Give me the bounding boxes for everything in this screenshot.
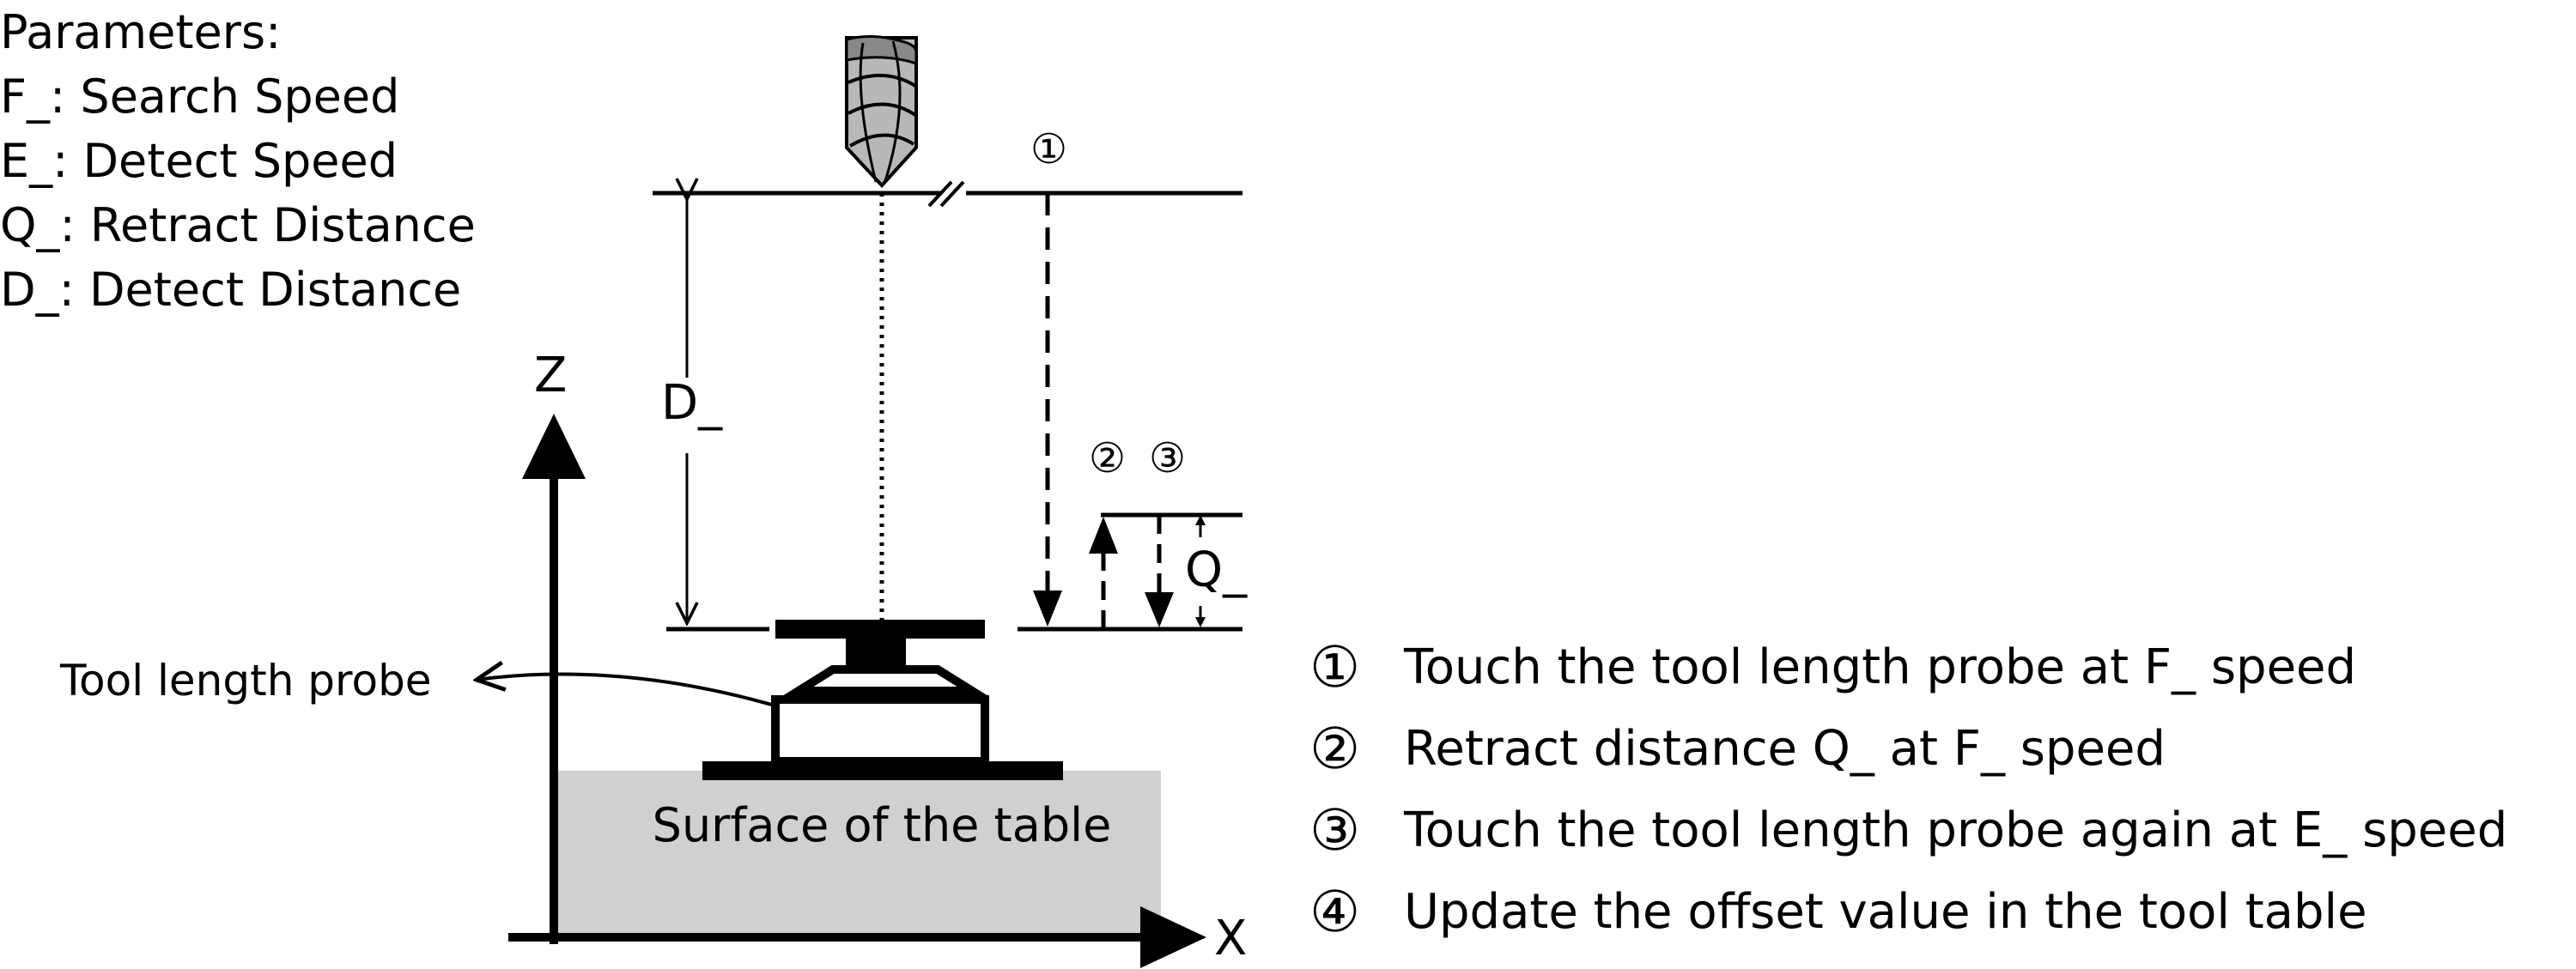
step3-marker: ③ xyxy=(1149,434,1186,482)
step-item-4: ④ Update the offset value in the tool ta… xyxy=(1309,871,2507,953)
parameters-panel: Parameters: F_: Search Speed E_: Detect … xyxy=(0,0,476,322)
steps-list: ① Touch the tool length probe at F_ spee… xyxy=(1309,627,2507,953)
step2-marker: ② xyxy=(1089,434,1126,482)
step-item-3: ③ Touch the tool length probe again at E… xyxy=(1309,790,2507,871)
step-number: ② xyxy=(1309,716,1361,782)
step3-detect-arrow xyxy=(1145,515,1174,627)
retract-distance-label: Q_ xyxy=(1185,542,1248,598)
x-axis-label: X xyxy=(1214,911,1247,966)
parameter-detect-distance: D_: Detect Distance xyxy=(0,263,462,317)
step-text: Retract distance Q_ at F_ speed xyxy=(1404,721,2166,777)
step-item-2: ② Retract distance Q_ at F_ speed xyxy=(1309,708,2507,790)
parameter-detect-speed: E_: Detect Speed xyxy=(0,134,398,188)
step1-marker: ① xyxy=(1030,125,1067,173)
step-number: ① xyxy=(1309,634,1361,700)
step-number: ③ xyxy=(1309,797,1361,863)
probe-pointer-arrow xyxy=(477,674,775,707)
step-text: Touch the tool length probe again at E_ … xyxy=(1404,802,2508,858)
z-axis-label: Z xyxy=(534,348,567,403)
x-axis xyxy=(508,906,1206,968)
detect-distance-label: D_ xyxy=(661,375,723,431)
table-surface xyxy=(558,771,1161,941)
retract-distance-dimension xyxy=(1195,515,1206,627)
step-number: ④ xyxy=(1309,879,1361,945)
parameter-search-speed: F_: Search Speed xyxy=(0,70,400,124)
probe-label: Tool length probe xyxy=(59,656,432,706)
step1-search-arrow xyxy=(1033,193,1062,627)
step-text: Touch the tool length probe at F_ speed xyxy=(1404,639,2357,695)
z-axis xyxy=(522,414,586,944)
parameters-heading: Parameters: xyxy=(0,5,282,59)
detect-distance-dimension xyxy=(666,199,769,632)
step-text: Update the offset value in the tool tabl… xyxy=(1404,884,2367,940)
tool-length-probe-icon xyxy=(702,620,1063,780)
step-item-1: ① Touch the tool length probe at F_ spee… xyxy=(1309,627,2507,708)
parameter-retract-distance: Q_: Retract Distance xyxy=(0,198,476,252)
top-reference-line xyxy=(653,180,1242,208)
end-mill-tool-icon xyxy=(845,34,918,188)
table-surface-label: Surface of the table xyxy=(653,798,1112,852)
step2-retract-arrow xyxy=(1089,517,1118,629)
